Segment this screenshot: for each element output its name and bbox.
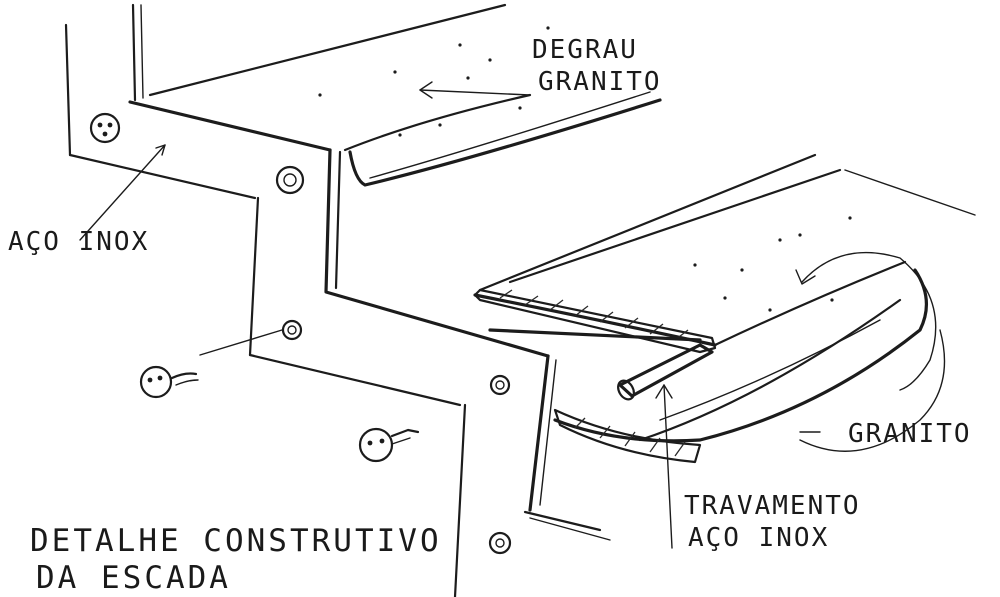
upper-tread-front-top (343, 93, 532, 152)
label-da-escada: DA ESCADA (36, 560, 231, 596)
upper-granite-tread (148, 3, 662, 187)
screw-icon (358, 427, 420, 463)
lower-tread-speckles (693, 216, 852, 312)
lower-tread-bullnose-inner (638, 298, 902, 442)
bolts (89, 112, 512, 555)
stringer-lower-line-1 (68, 153, 257, 200)
lower-tread-section-hatch (473, 288, 717, 464)
lower-tread-bullnose (553, 268, 929, 443)
stringer-top-post-inner (140, 4, 144, 99)
bolt-icon (488, 531, 512, 555)
stringer-top-post (131, 3, 137, 102)
bullnose-rotation-arrow-head (795, 269, 816, 285)
lower-tread-top-edge (713, 260, 907, 347)
travamento-leader-line (663, 384, 673, 549)
stringer-riser-4 (453, 403, 467, 597)
label-degrau: DEGRAU (532, 35, 638, 65)
aco-inox-leader-arrow (155, 144, 166, 156)
label-travamento-aco-inox: AÇO INOX (688, 523, 829, 553)
bullnose-rotation-arrow (801, 251, 937, 391)
label-travamento: TRAVAMENTO (684, 491, 861, 521)
lower-tread-side-edge (844, 169, 976, 216)
stringer-riser-3 (528, 354, 550, 512)
stringer-riser-2 (248, 196, 260, 357)
label-granito-upper: GRANITO (538, 67, 662, 97)
lower-tread-back-edge (478, 153, 817, 292)
label-granito-lower: GRANITO (848, 419, 972, 449)
upper-tread-arrow-shaft (419, 89, 531, 96)
steel-stringer (64, 3, 611, 597)
lower-tread-bullnose-line (659, 319, 881, 421)
bolt-icon (281, 319, 303, 341)
stringer-step-inner-1 (334, 150, 342, 290)
stringer-bottom-line-2 (529, 517, 611, 541)
label-detalhe-construtivo: DETALHE CONSTRUTIVO (30, 523, 442, 559)
steel-locking-bar (488, 328, 714, 549)
upper-tread-support (128, 100, 332, 152)
stringer-step-profile-1 (324, 148, 550, 358)
locking-bar-end (618, 343, 714, 398)
upper-tread-nosing-inner (369, 91, 651, 179)
upper-tread-arrow-head (419, 81, 433, 99)
granito-leader-curve (799, 329, 946, 452)
aco-inox-leader-line (79, 144, 166, 241)
stringer-left-edge (64, 23, 72, 157)
bolt-icon (489, 374, 511, 396)
screw-icon (139, 365, 199, 399)
upper-tread-speckles (318, 26, 550, 137)
travamento-leader-arrow (655, 384, 673, 399)
locking-bar-end-circle (617, 379, 635, 401)
upper-tread-back-edge (148, 3, 507, 97)
stringer-riser-3-inner (539, 359, 557, 506)
bolt-icon (89, 112, 121, 144)
stringer-bottom-line (523, 510, 602, 532)
stringer-lower-line-2 (248, 353, 462, 407)
lower-tread-back-edge-2 (508, 168, 842, 284)
bolt-icon (275, 165, 305, 195)
label-aco-inox: AÇO INOX (8, 227, 149, 257)
screw-leader-line (199, 329, 283, 356)
upper-tread-nosing (348, 98, 662, 187)
locking-bar-back (488, 328, 702, 342)
